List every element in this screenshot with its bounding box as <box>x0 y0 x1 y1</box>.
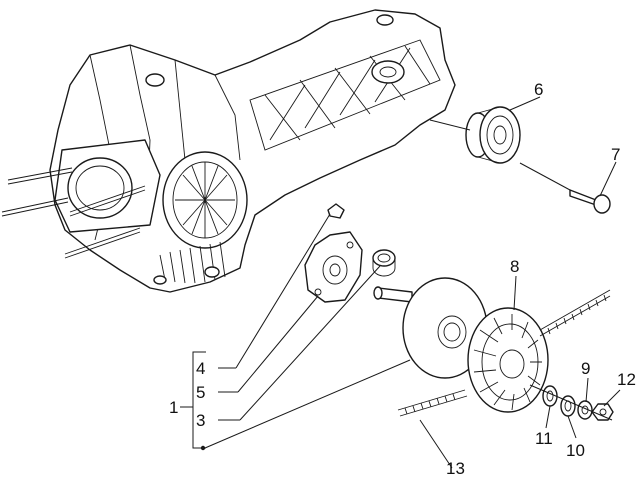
belt-segment-upper <box>539 289 611 337</box>
bearing-part <box>465 106 521 164</box>
callout-3: 3 <box>196 411 205 430</box>
crankcase-housing <box>49 9 456 293</box>
callout-12: 12 <box>617 370 636 389</box>
belt-segment-lower <box>397 389 468 417</box>
washer-9 <box>577 400 593 420</box>
callout-4: 4 <box>196 359 205 378</box>
callout-5: 5 <box>196 383 205 402</box>
callout-13: 13 <box>446 459 465 478</box>
callout-10: 10 <box>566 441 585 460</box>
cylinder-studs <box>1 167 146 259</box>
ramp-plate-part <box>304 231 363 303</box>
callout-1: 1 <box>169 398 178 417</box>
callout-9: 9 <box>581 359 590 378</box>
leader-lines <box>180 96 621 469</box>
callout-7: 7 <box>611 145 620 164</box>
fan-pulley-part <box>467 307 549 413</box>
half-pulley-part <box>373 277 488 379</box>
nut-12 <box>591 403 614 421</box>
bolt-part <box>519 162 611 214</box>
callout-6: 6 <box>534 80 543 99</box>
bushing-part <box>372 249 396 277</box>
clip-part <box>327 203 345 219</box>
callout-8: 8 <box>510 257 519 276</box>
callout-11: 11 <box>535 429 553 448</box>
